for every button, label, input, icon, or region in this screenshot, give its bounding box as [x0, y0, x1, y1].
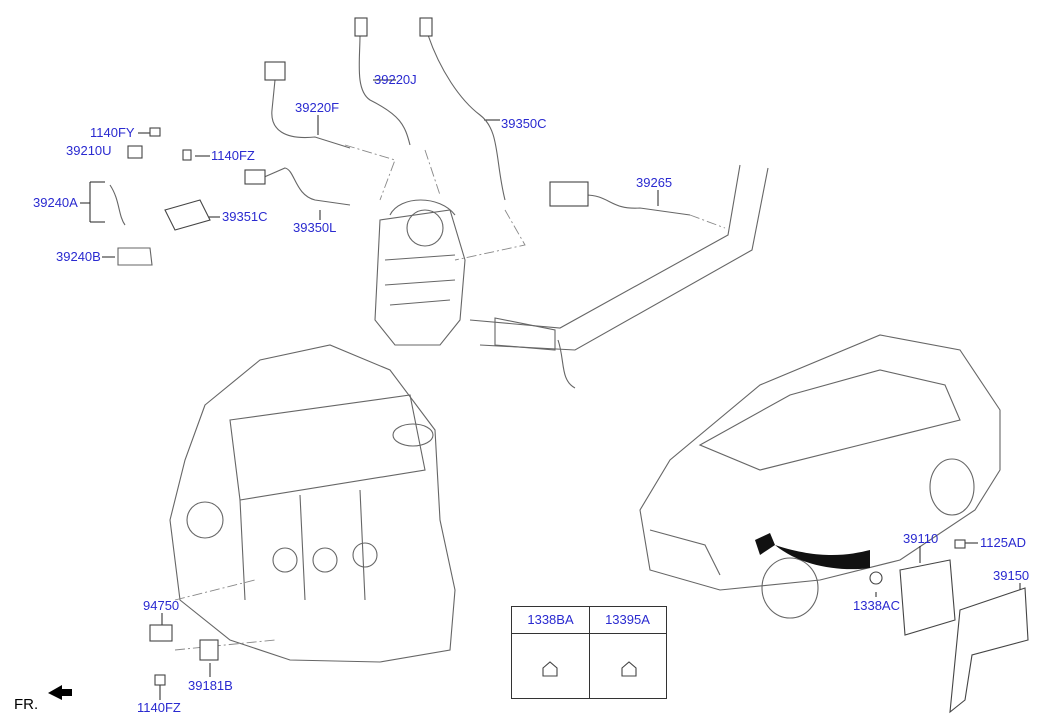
callout-1140FZ-bottom: 1140FZ — [137, 700, 181, 715]
callout-39110: 39110 — [903, 531, 939, 546]
callout-39150: 39150 — [993, 568, 1030, 583]
callout-39240B: 39240B — [56, 249, 101, 264]
exhaust-pipe — [469, 164, 769, 389]
engine-block — [169, 344, 456, 663]
callout-39220F: 39220F — [295, 100, 340, 115]
callout-39210U: 39210U — [66, 143, 112, 158]
callout-94750: 94750 — [143, 598, 180, 613]
callout-1140FY: 1140FY — [90, 125, 135, 140]
front-direction-arrow-icon — [48, 685, 72, 700]
sensor-parts — [109, 17, 1029, 714]
vehicle — [639, 334, 1001, 619]
callout-39351C: 39351C — [222, 209, 268, 224]
leader-lines — [80, 79, 1021, 700]
nut-icon-1338BA — [542, 661, 558, 677]
table-header-13395A: 13395A — [589, 607, 666, 634]
callout-39240A: 39240A — [33, 195, 78, 210]
callout-39350C: 39350C — [501, 116, 547, 131]
callout-1125AD: 1125AD — [980, 535, 1027, 550]
table-header-1338BA: 1338BA — [512, 607, 590, 634]
callout-1140FZ-top: 1140FZ — [211, 148, 255, 163]
callout-1338AC: 1338AC — [853, 598, 900, 613]
orientation-label: FR. — [14, 696, 39, 713]
nut-icon-13395A — [621, 661, 637, 677]
callout-39220J: 39220J — [374, 72, 417, 87]
callout-39265: 39265 — [636, 175, 673, 190]
catalytic-converter — [374, 199, 466, 346]
table-divider — [589, 633, 590, 699]
callout-39350L: 39350L — [293, 220, 337, 235]
nut-reference-table: 1338BA 13395A — [511, 606, 667, 699]
callout-39181B: 39181B — [188, 678, 233, 693]
